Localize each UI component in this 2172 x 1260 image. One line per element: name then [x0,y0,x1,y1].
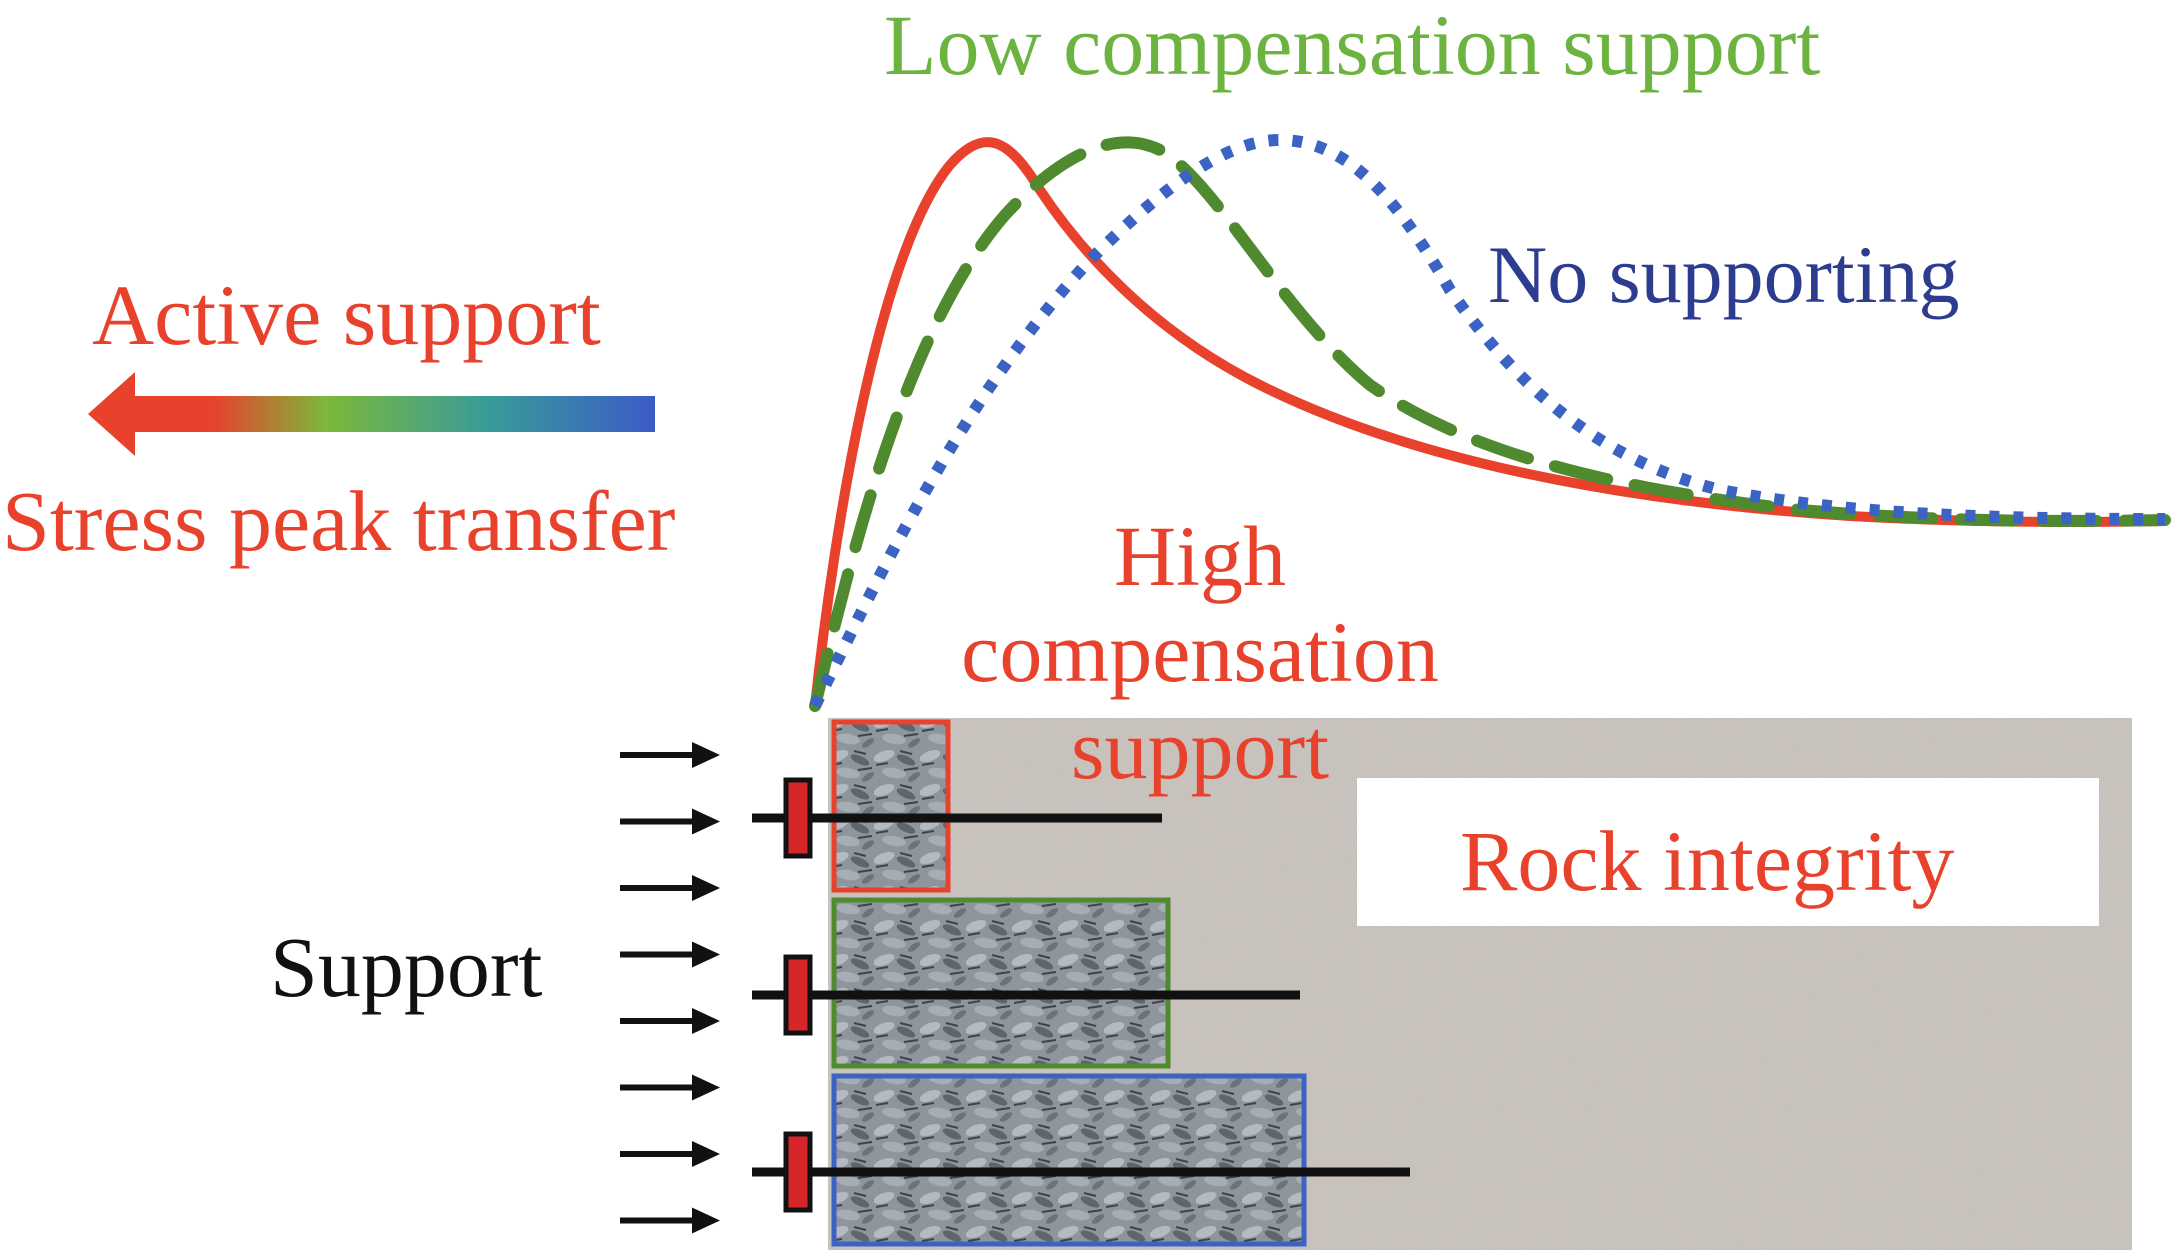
stress-peak-transfer-label: Stress peak transfer [2,473,676,569]
load-arrow-head [692,1008,720,1034]
stress-transfer-arrow [88,372,655,456]
rock-integrity-label: Rock integrity [1460,813,1955,909]
load-arrow-head [692,1207,720,1234]
load-arrow-head [692,941,720,968]
load-arrow-head [692,875,720,901]
low-compensation-support-label: Low compensation support [884,0,1821,93]
load-arrow-head [692,1074,720,1101]
rock-integrity-box [1357,778,2099,926]
support-label: Support [270,919,543,1015]
bearing-plate [783,954,813,1036]
high-compensation-support-label: High compensation support [961,508,1439,797]
bearing-plate [783,1131,813,1213]
load-arrow-head [692,742,720,768]
high-compensation-zone [831,719,951,893]
no-support-zone [831,1073,1307,1247]
low-compensation-zone [831,897,1171,1069]
no-supporting-label: No supporting [1488,229,1960,320]
load-arrow-head [692,808,720,835]
stress-curve-solid [810,137,2170,711]
load-arrow-head [692,1141,720,1167]
stress-curve-dashed [809,136,2171,712]
active-support-label: Active support [92,267,601,363]
bearing-plate [783,777,813,859]
